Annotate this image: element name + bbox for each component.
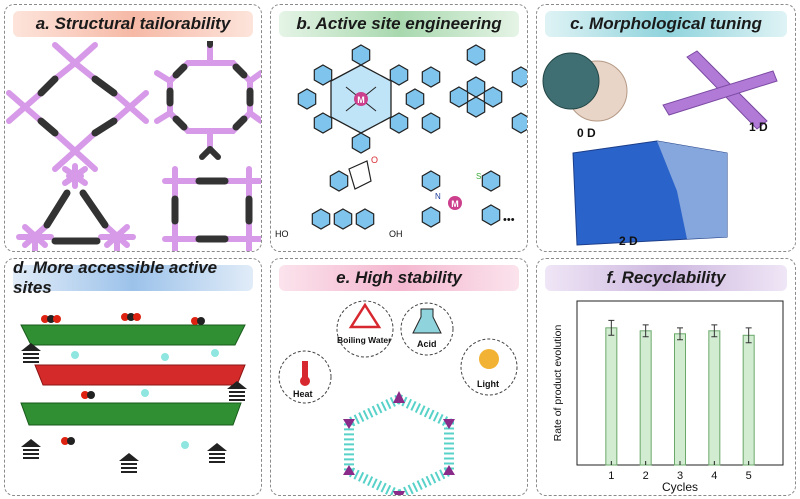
hexagon-framework xyxy=(154,41,261,160)
error-bar-cycle-5 xyxy=(745,327,752,344)
ellipsis-label: ••• xyxy=(503,214,515,226)
x-axis-label: Cycles xyxy=(662,480,698,494)
x-tick-label-3: 3 xyxy=(677,470,683,482)
panel-e-title: e. High stability xyxy=(279,265,519,291)
x-tick-label-2: 2 xyxy=(643,470,649,482)
label-acid: Acid xyxy=(417,339,437,349)
x-tick-label-4: 4 xyxy=(711,470,717,482)
bar-cycle-2 xyxy=(639,330,652,466)
hydroxyl-left: HO xyxy=(275,229,289,239)
thiazolothiazole-molecule: S ••• xyxy=(476,170,515,226)
error-bar-cycle-4 xyxy=(711,324,718,338)
error-bar-cycle-1 xyxy=(608,319,615,336)
layer-middle xyxy=(34,364,246,386)
heat-circle xyxy=(278,350,332,404)
acid-circle xyxy=(400,302,454,356)
label-boiling-water: Boiling Water xyxy=(337,335,392,345)
bar-cycle-1 xyxy=(605,327,618,466)
bar-cycle-4 xyxy=(708,330,721,466)
boiling-water-circle xyxy=(336,300,394,358)
rhombus-framework xyxy=(6,42,149,172)
bar-cycle-3 xyxy=(674,333,686,466)
panel-active-site-engineering: b. Active site engineering M xyxy=(270,4,528,252)
y-axis-label: Rate of product evolution xyxy=(552,324,564,441)
nitrogen-label: N xyxy=(435,192,441,201)
metal-label-2: M xyxy=(451,199,459,209)
hydroxyl-right: OH xyxy=(389,229,403,239)
panel-d-illustration xyxy=(5,295,261,495)
recyclability-bar-chart: Rate of product evolution Cycles 1 2 3 4 5 xyxy=(552,300,784,494)
oxygen-label: O xyxy=(371,155,378,165)
bipyridine-molecule: N M xyxy=(421,170,462,228)
fluorescein-molecule: O HO OH xyxy=(275,155,403,239)
label-light: Light xyxy=(477,379,499,389)
x-tick-label-5: 5 xyxy=(746,470,752,482)
square-framework xyxy=(162,166,261,251)
triangle-framework xyxy=(16,163,136,251)
adsorbed-molecules xyxy=(41,313,219,449)
label-0d: 0 D xyxy=(577,126,596,140)
one-d-rods xyxy=(662,50,778,130)
panel-recyclability: f. Recyclability Rate of product evoluti… xyxy=(536,258,796,496)
x-tick-label-1: 1 xyxy=(608,470,614,482)
panel-f-chart: Rate of product evolution Cycles 1 2 3 4 5 xyxy=(537,295,795,495)
panel-morphological-tuning: c. Morphological tuning 0 D 1 D 2 D xyxy=(536,4,796,252)
layer-bottom xyxy=(20,402,242,426)
panel-c-title: c. Morphological tuning xyxy=(545,11,787,37)
panel-c-illustration: 0 D 1 D 2 D xyxy=(537,41,795,251)
sun-icon xyxy=(479,349,499,369)
label-1d: 1 D xyxy=(749,120,768,134)
panel-b-title: b. Active site engineering xyxy=(279,11,519,37)
two-d-sheet xyxy=(572,140,728,246)
error-bar-cycle-3 xyxy=(677,327,683,341)
label-2d: 2 D xyxy=(619,234,638,248)
panel-f-title: f. Recyclability xyxy=(545,265,787,291)
metal-label: M xyxy=(357,95,365,105)
panel-d-title: d. More accessible active sites xyxy=(13,259,253,297)
acid-flask-icon xyxy=(412,308,442,334)
label-heat: Heat xyxy=(293,389,313,399)
panel-structural-tailorability: a. Structural tailorability xyxy=(4,4,262,252)
panel-a-illustration xyxy=(5,41,261,251)
porphyrin-molecule: M xyxy=(297,44,425,154)
panel-a-title: a. Structural tailorability xyxy=(13,11,253,37)
zero-d-spheres xyxy=(542,52,628,122)
panel-b-illustration: M O HO OH N xyxy=(271,41,527,251)
light-circle xyxy=(460,338,518,396)
pyrene-molecule xyxy=(421,44,527,134)
panel-accessible-active-sites: d. More accessible active sites xyxy=(4,258,262,496)
arrow-icons xyxy=(21,343,247,473)
error-bar-cycle-2 xyxy=(642,324,649,338)
hexagonal-framework xyxy=(343,391,455,495)
panel-high-stability: e. High stability Heat Boiling Water Aci… xyxy=(270,258,528,496)
layer-top xyxy=(20,324,246,346)
bar-cycle-5 xyxy=(742,334,755,466)
panel-e-illustration: Heat Boiling Water Acid Light xyxy=(271,295,527,495)
boiling-water-icon xyxy=(348,302,382,329)
thermometer-icon xyxy=(300,361,310,386)
sulfur-label: S xyxy=(476,172,481,181)
